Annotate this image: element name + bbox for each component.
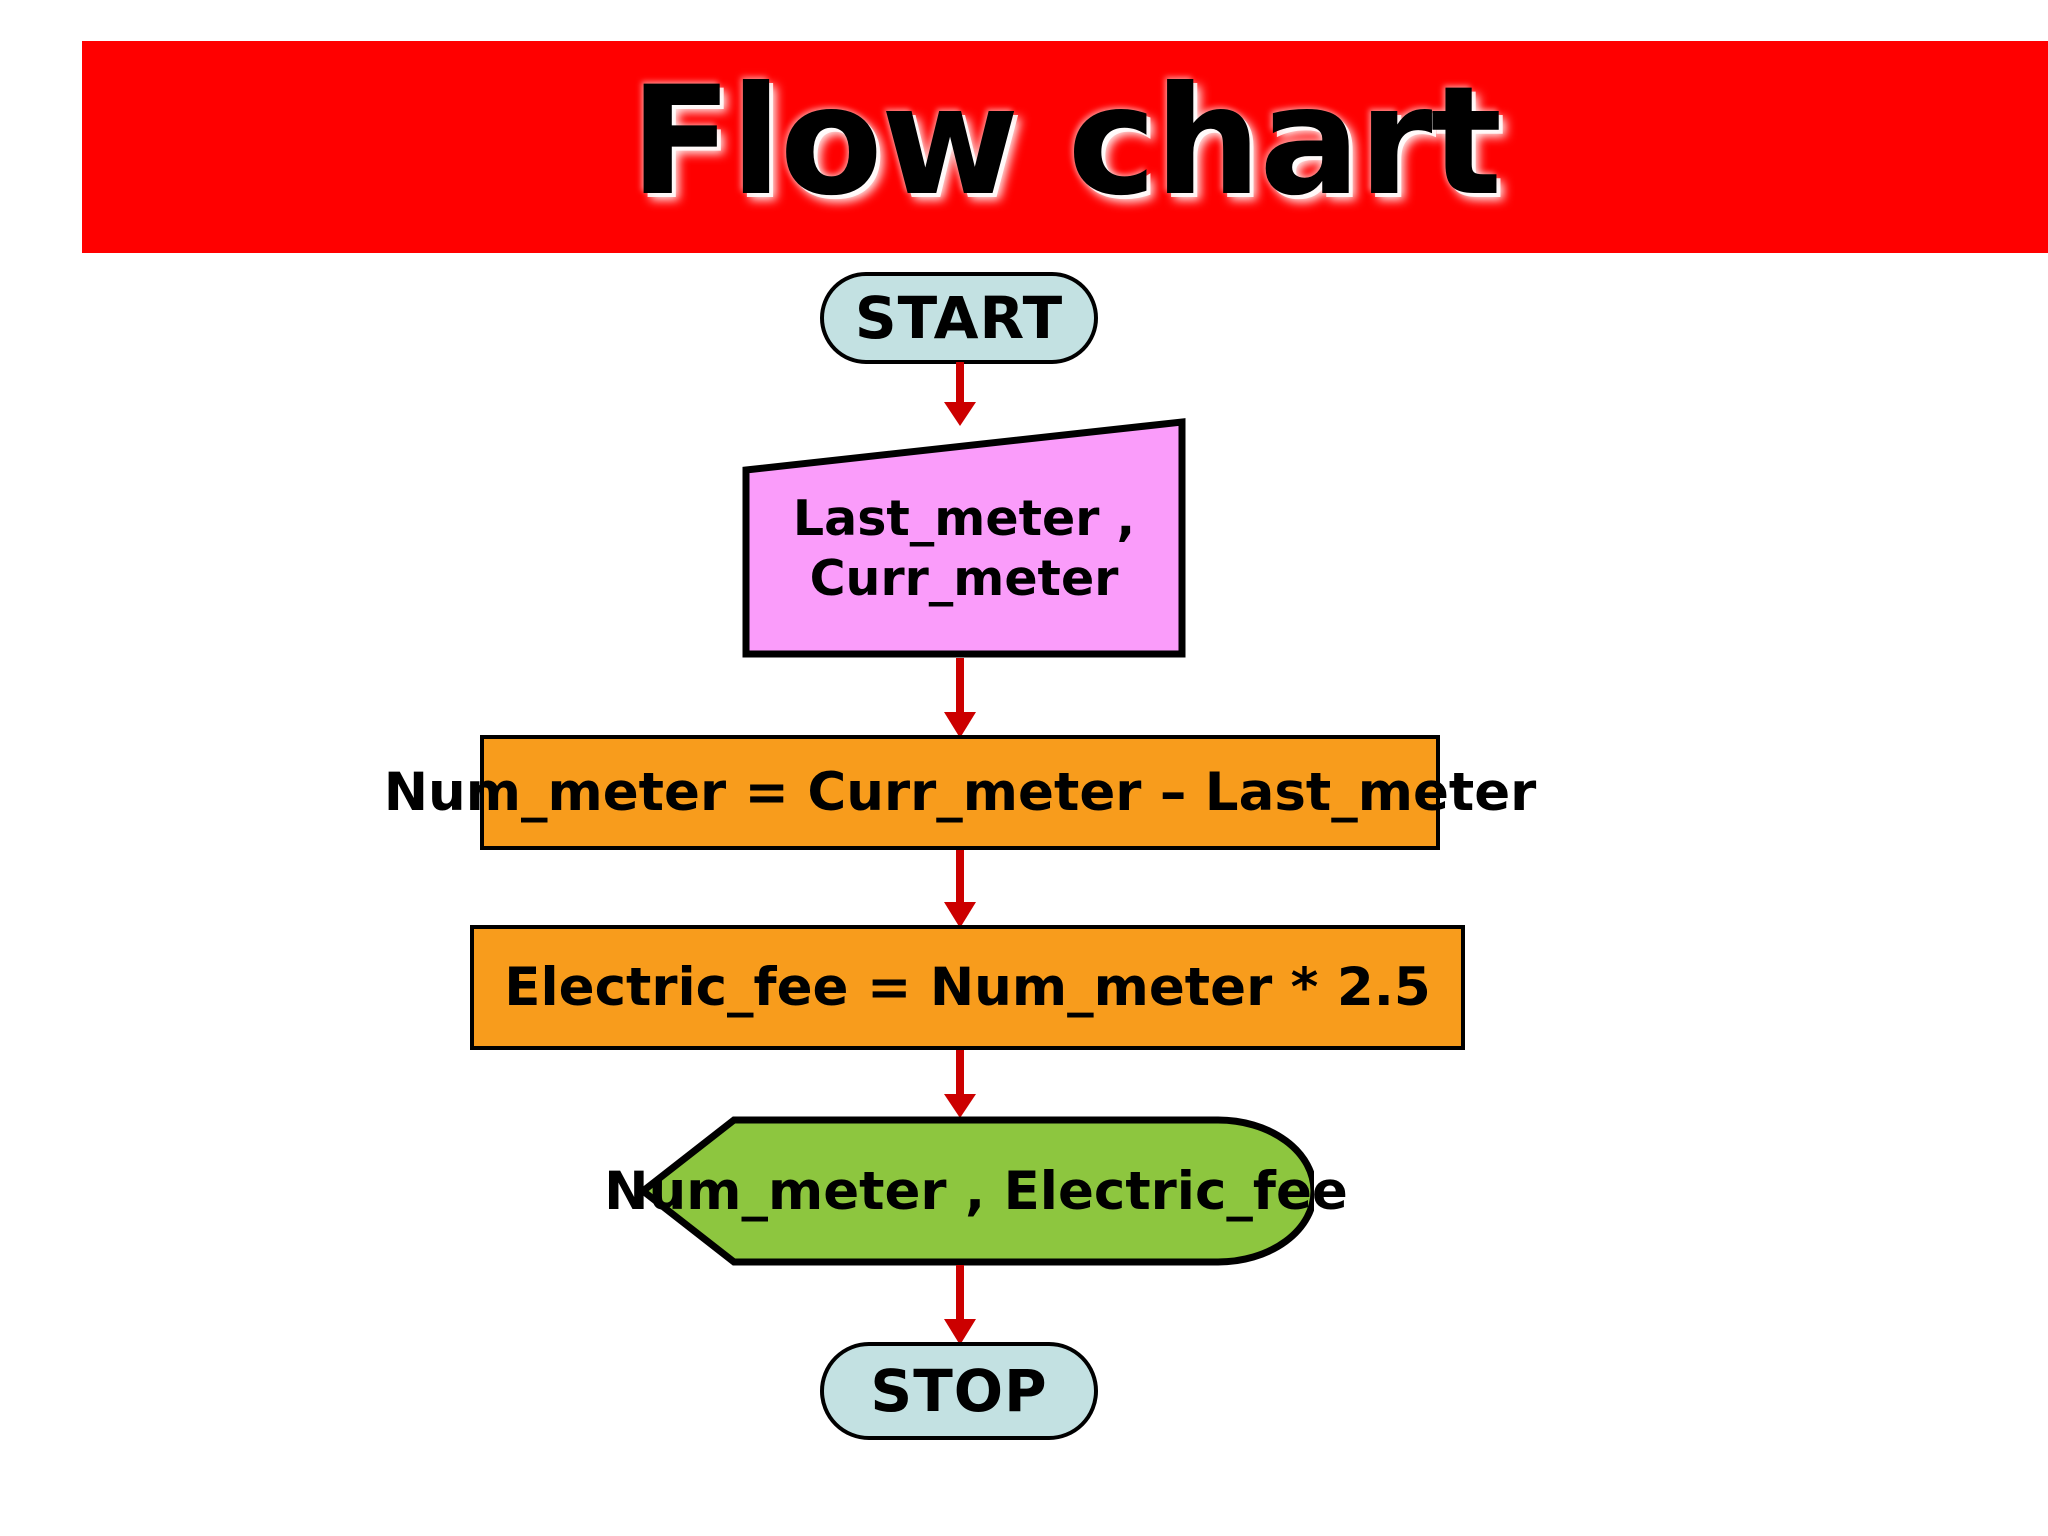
arrow-input-to-process1 [940,658,980,738]
title-banner [82,41,2048,253]
arrow-start-to-input [940,362,980,426]
flow-node-output[interactable] [638,1115,1314,1267]
flow-node-input[interactable] [742,418,1186,658]
flow-node-process-num-meter[interactable] [480,735,1440,850]
page-title: Flow chart [629,55,1502,229]
arrow-output-to-stop [940,1265,980,1345]
arrow-process2-to-output [940,1050,980,1118]
arrow-process1-to-process2 [940,850,980,928]
flow-node-process-electric-fee[interactable] [470,925,1465,1050]
flow-node-start[interactable] [820,272,1098,364]
flow-node-stop[interactable] [820,1342,1098,1440]
